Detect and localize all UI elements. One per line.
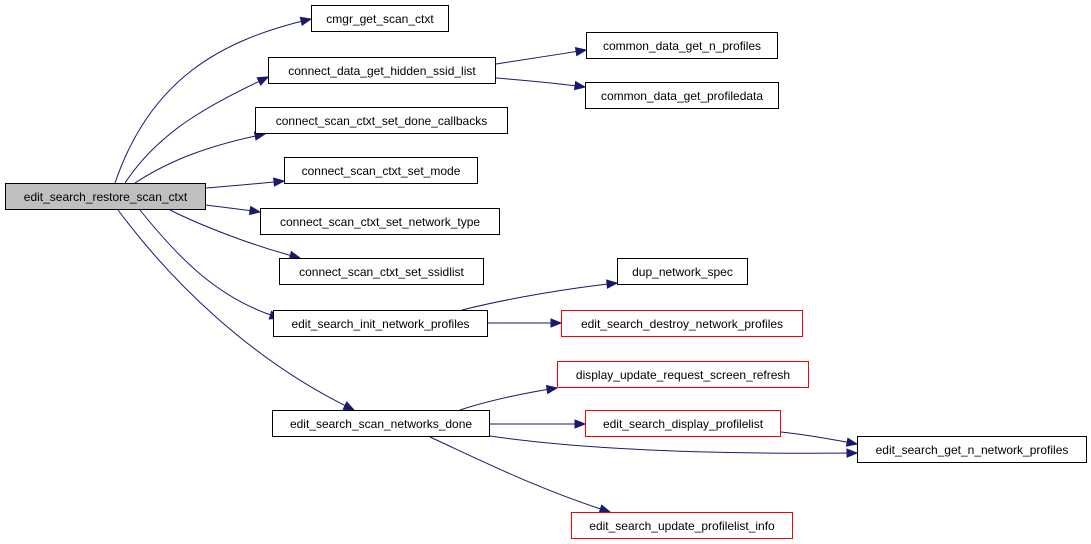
edge-n9-to-n11: [488, 318, 563, 328]
node-connect-scan-ctxt-set-network-type[interactable]: connect_scan_ctxt_set_network_type: [260, 208, 500, 235]
arrowhead: [342, 401, 356, 411]
arrowhead: [845, 437, 859, 447]
edge-n12-to-n15: [489, 435, 859, 458]
node-edit-search-init-network-profiles[interactable]: edit_search_init_network_profiles: [273, 310, 488, 337]
edge-root-to-n1: [114, 16, 313, 184]
arrowhead: [256, 76, 270, 86]
edge-n12-to-n13: [459, 384, 559, 411]
node-dup-network-spec[interactable]: dup_network_spec: [617, 258, 748, 285]
node-connect-scan-ctxt-set-done-callbacks[interactable]: connect_scan_ctxt_set_done_callbacks: [255, 107, 508, 134]
arrowhead: [574, 419, 587, 429]
arrowhead: [573, 80, 587, 91]
arrowhead: [299, 16, 313, 26]
arrowhead: [248, 205, 262, 216]
arrowhead: [545, 384, 559, 395]
node-connect-scan-ctxt-set-mode[interactable]: connect_scan_ctxt_set_mode: [284, 157, 478, 184]
edge-root-to-n6: [205, 177, 286, 189]
node-cmgr-get-scan-ctxt[interactable]: cmgr_get_scan_ctxt: [311, 5, 449, 32]
edge-n14-to-n15: [780, 431, 859, 447]
edge-n12-to-n14: [490, 419, 587, 429]
edge-n12-to-n16: [429, 436, 612, 514]
edge-n9-to-n10: [461, 279, 619, 311]
node-edit-search-get-n-network-profiles[interactable]: edit_search_get_n_network_profiles: [857, 436, 1087, 463]
node-edit-search-scan-networks-done[interactable]: edit_search_scan_networks_done: [272, 410, 490, 437]
arrowhead: [574, 46, 588, 57]
node-edit-search-destroy-network-profiles[interactable]: edit_search_destroy_network_profiles: [561, 310, 803, 337]
edge-n2-to-n4: [495, 77, 587, 91]
arrowhead: [846, 448, 859, 458]
arrowhead: [550, 318, 563, 328]
edge-root-to-n5: [134, 131, 267, 184]
edge-root-to-n2: [124, 76, 270, 184]
node-common-data-get-n-profiles[interactable]: common_data_get_n_profiles: [586, 32, 778, 59]
arrowhead: [273, 177, 286, 187]
node-edit-search-restore-scan-ctxt: edit_search_restore_scan_ctxt: [5, 183, 206, 210]
node-connect-data-get-hidden-ssid-list[interactable]: connect_data_get_hidden_ssid_list: [268, 57, 496, 84]
edge-n2-to-n3: [495, 46, 588, 65]
node-common-data-get-profiledata[interactable]: common_data_get_profiledata: [585, 82, 779, 109]
edge-root-to-n7: [205, 204, 262, 216]
edge-root-to-n12: [117, 209, 356, 411]
node-edit-search-update-profilelist-info[interactable]: edit_search_update_profilelist_info: [571, 512, 793, 539]
node-display-update-request-screen-refresh[interactable]: display_update_request_screen_refresh: [557, 361, 809, 388]
node-connect-scan-ctxt-set-ssidlist[interactable]: connect_scan_ctxt_set_ssidlist: [279, 258, 484, 285]
node-edit-search-display-profilelist[interactable]: edit_search_display_profilelist: [585, 410, 781, 437]
edge-root-to-n9: [139, 209, 282, 320]
arrowhead: [606, 279, 619, 289]
